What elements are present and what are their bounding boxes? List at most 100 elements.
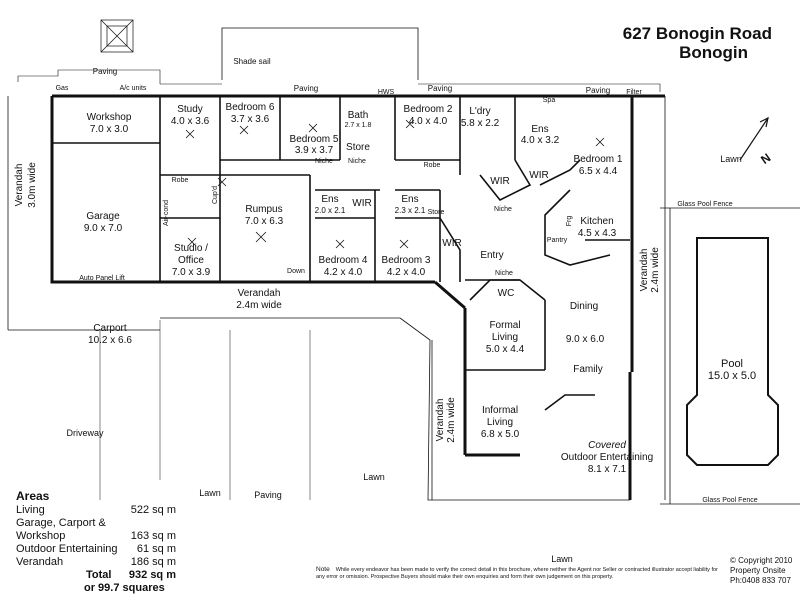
label-niche-3: Niche (494, 206, 512, 213)
room-name-bedroom1: Bedroom 1 (574, 154, 623, 165)
room-name-kitchen: Kitchen (580, 216, 613, 227)
room-name-garage: Garage (86, 211, 120, 222)
note-label: Note (316, 566, 330, 573)
label-verandah-south-1: Verandah (238, 288, 281, 299)
room-size-bedroom5: 3.9 x 3.7 (295, 145, 334, 156)
label-wir-1: WIR (490, 176, 509, 187)
label-paving-5: Paving (254, 490, 282, 500)
room-name-formal-1: Formal (489, 320, 520, 331)
label-store-bath: Store (346, 142, 370, 153)
copyright-line2: Property Onsite (730, 566, 786, 575)
room-name-study: Study (177, 104, 203, 115)
label-robe-bed2: Robe (424, 162, 441, 169)
label-lawn-3: Lawn (551, 554, 573, 564)
areas-row-garage-2: Workshop 163 sq m (16, 530, 176, 543)
room-size-bath: 2.7 x 1.8 (345, 122, 372, 129)
room-size-ens3: 2.3 x 2.1 (395, 206, 426, 215)
room-size-formal: 5.0 x 4.4 (486, 344, 525, 355)
verandah-south (160, 317, 630, 501)
verandah-west (7, 96, 160, 331)
label-gas: Gas (56, 85, 69, 92)
shade-sail-outline (221, 27, 419, 80)
label-entry: Entry (480, 250, 503, 261)
room-name-bedroom3: Bedroom 3 (382, 255, 431, 266)
areas-garage-label-2: Workshop (16, 530, 66, 542)
label-glass-fence-bottom: Glass Pool Fence (702, 497, 757, 504)
compass-letter: N (758, 151, 773, 167)
room-size-informal: 6.8 x 5.0 (481, 429, 520, 440)
areas-row-total: Total 932 sq m (16, 569, 176, 582)
note-text: While every endeavor has been made to ve… (316, 567, 718, 580)
label-fridge: Frg (566, 216, 573, 227)
room-name-informal-1: Informal (482, 405, 518, 416)
label-cupboard: Cup'd (212, 186, 219, 204)
room-name-laundry: L'dry (469, 106, 490, 117)
room-size-dining: 9.0 x 6.0 (566, 334, 605, 345)
copyright-block: © Copyright 2010 Property Onsite Ph:0408… (730, 556, 796, 586)
label-wir-ens2: WIR (352, 198, 371, 209)
areas-row-outdoor: Outdoor Entertaining 61 sq m (16, 543, 176, 556)
label-paving-1: Paving (93, 67, 117, 76)
label-verandah-south-2: 2.4m wide (236, 300, 282, 311)
room-size-study: 4.0 x 3.6 (171, 116, 210, 127)
property-address-line1: 627 Bonogin Road (622, 24, 772, 43)
label-down: Down (287, 268, 305, 275)
label-aircon: Air-cond (163, 200, 170, 226)
interior-walls (52, 96, 630, 411)
room-name-formal-2: Living (492, 332, 518, 343)
label-wir-2: WIR (529, 170, 548, 181)
room-size-carport: 10.2 x 6.6 (88, 335, 132, 346)
areas-heading: Areas (16, 489, 50, 503)
areas-row-living: Living 522 sq m (16, 504, 176, 517)
areas-verandah-label: Verandah (16, 556, 64, 568)
site-lines (99, 320, 311, 500)
areas-garage-value: 163 sq m (130, 530, 176, 542)
room-name-dining: Dining (570, 301, 598, 312)
label-driveway: Driveway (66, 428, 104, 438)
areas-squares: or 99.7 squares (84, 582, 165, 594)
label-wir-entry: WIR (442, 238, 461, 249)
label-niche-4: Niche (495, 270, 513, 277)
room-name-rumpus: Rumpus (245, 204, 282, 215)
label-verandah-west-2: 3.0m wide (27, 162, 38, 208)
room-size-laundry: 5.8 x 2.2 (461, 118, 500, 129)
label-ac-units: A/c units (120, 85, 147, 92)
room-name-ens3: Ens (401, 194, 418, 205)
room-size-studio: 7.0 x 3.9 (172, 267, 211, 278)
label-wc: WC (498, 288, 515, 299)
areas-living-label: Living (16, 504, 45, 516)
pool-outline (686, 237, 779, 466)
label-lawn-2: Lawn (363, 472, 385, 482)
skylight-icon (100, 19, 134, 53)
label-niche-1: Niche (315, 158, 333, 165)
areas-total-value: 932 sq m (128, 569, 176, 581)
room-size-kitchen: 4.5 x 4.3 (578, 228, 617, 239)
areas-outdoor-value: 61 sq m (136, 543, 176, 555)
label-verandah-mid-2: 2.4m wide (446, 397, 457, 443)
room-name-ens1: Ens (531, 124, 548, 135)
areas-total-label: Total (86, 569, 112, 581)
room-size-rumpus: 7.0 x 6.3 (245, 216, 284, 227)
room-name-ens2: Ens (321, 194, 338, 205)
room-size-bedroom4: 4.2 x 4.0 (324, 267, 363, 278)
areas-garage-label-1: Garage, Carport & (16, 517, 106, 529)
property-address-line2: Bonogin (679, 43, 748, 62)
room-name-pool: Pool (721, 358, 743, 370)
room-size-ens1: 4.0 x 3.2 (521, 135, 560, 146)
room-name-outdoor-1: Covered (588, 440, 626, 451)
label-verandah-mid-1: Verandah (435, 399, 446, 442)
room-size-bedroom3: 4.2 x 4.0 (387, 267, 426, 278)
copyright-line3: Ph:0408 833 707 (730, 576, 791, 585)
room-name-studio-2: Office (178, 255, 204, 266)
label-niche-2: Niche (348, 158, 366, 165)
room-name-informal-2: Living (487, 417, 513, 428)
label-auto-lift: Auto Panel Lift (79, 275, 125, 282)
label-hws: HWS (378, 89, 395, 96)
room-name-family: Family (573, 364, 602, 375)
label-lawn-1: Lawn (199, 488, 221, 498)
label-pantry: Pantry (547, 237, 568, 244)
room-size-bedroom1: 6.5 x 4.4 (579, 166, 618, 177)
room-name-bedroom2: Bedroom 2 (404, 104, 453, 115)
room-size-garage: 9.0 x 7.0 (84, 223, 123, 234)
glass-pool-fence (660, 207, 800, 505)
